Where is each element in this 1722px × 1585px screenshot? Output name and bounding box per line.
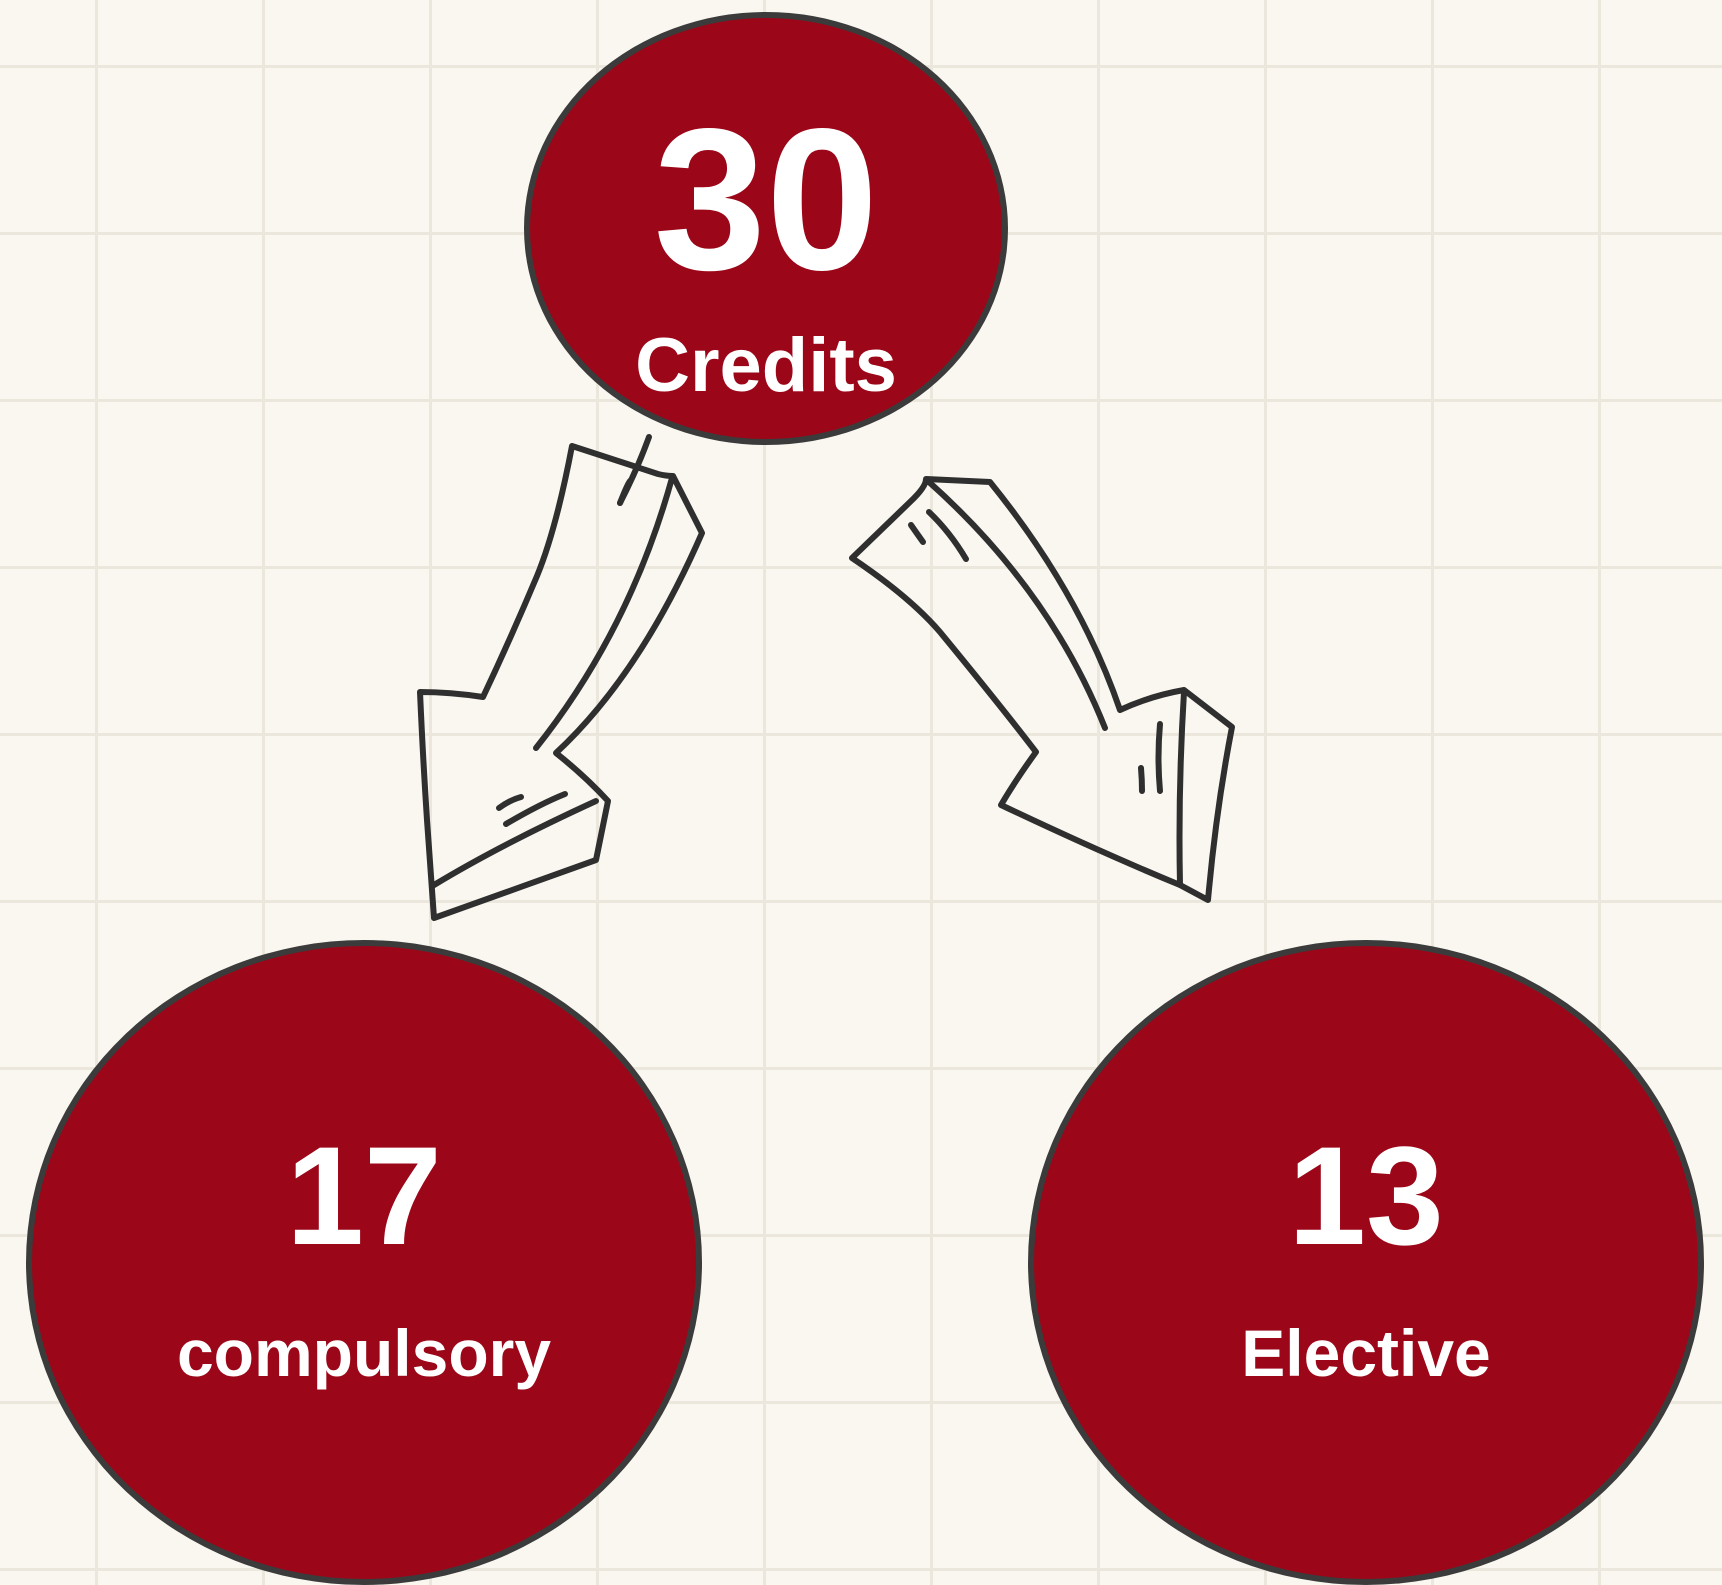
left-arrow-hatch-4 xyxy=(496,794,524,811)
compulsory-credits-node: 17 compulsory xyxy=(26,940,702,1585)
total-credits-label: Credits xyxy=(635,323,897,408)
right-arrow-outline xyxy=(849,476,1235,903)
right-arrow-tip-line xyxy=(1176,689,1187,888)
total-credits-node: 30 Credits xyxy=(524,12,1008,445)
compulsory-credits-label: compulsory xyxy=(176,1316,552,1390)
right-arrow-hatch-4 xyxy=(1138,765,1145,794)
right-arrow-hatch-2 xyxy=(908,522,926,545)
left-arrow-tip-line xyxy=(431,798,599,888)
elective-credits-node: 13 Elective xyxy=(1028,940,1704,1585)
left-arrow-hatch-2 xyxy=(617,478,633,506)
compulsory-credits-value: 17 xyxy=(286,1117,442,1274)
right-arrow-hatch-3 xyxy=(1155,721,1163,794)
right-arrow-hatch-1 xyxy=(926,509,969,562)
left-arrow-outline xyxy=(417,443,705,921)
left-arrow-inner-stroke xyxy=(533,475,675,751)
elective-credits-label: Elective xyxy=(1241,1316,1491,1390)
left-arrow-hatch-3 xyxy=(503,791,568,827)
right-arrow-inner-stroke xyxy=(926,479,1108,731)
elective-credits-value: 13 xyxy=(1288,1117,1444,1274)
total-credits-value: 30 xyxy=(653,86,879,312)
